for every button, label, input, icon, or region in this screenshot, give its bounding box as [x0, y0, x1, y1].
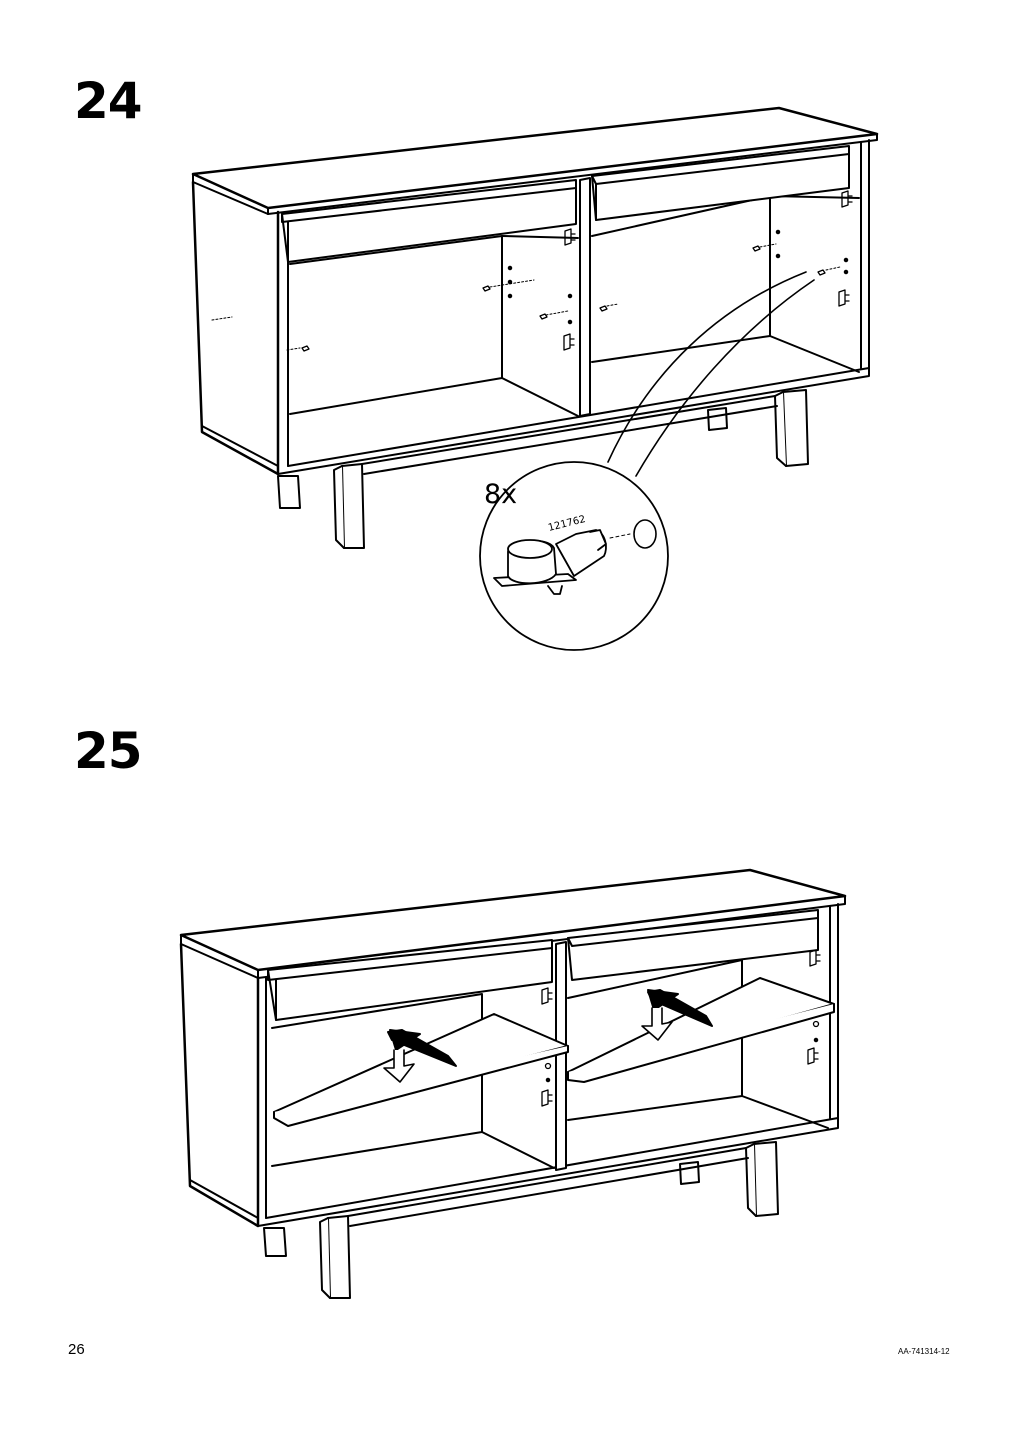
- sideboard-legs: [263, 1141, 779, 1299]
- hinge-fittings: [301, 190, 853, 352]
- hole-icon: [633, 519, 657, 549]
- part-quantity: 8x: [484, 479, 517, 510]
- step-25-number: 25: [74, 722, 143, 780]
- insertion-guides: [211, 243, 841, 351]
- document-code: AA-741314-12: [898, 1347, 950, 1356]
- sideboard-legs: [277, 389, 809, 549]
- sideboard-body: [191, 106, 879, 476]
- step-24-illustration: 8x 121762: [191, 106, 879, 651]
- cam-lock-fitting-icon: [493, 529, 607, 595]
- step-24-number: 24: [74, 72, 143, 130]
- shelf-right: [567, 977, 835, 1083]
- hinge-fittings: [541, 949, 821, 1107]
- push-arrow-icon: [383, 989, 713, 1083]
- page-number: 26: [68, 1341, 85, 1358]
- detail-callout-leader: [607, 271, 815, 477]
- detail-callout-circle: [479, 461, 669, 651]
- shelf-left: [273, 1013, 569, 1127]
